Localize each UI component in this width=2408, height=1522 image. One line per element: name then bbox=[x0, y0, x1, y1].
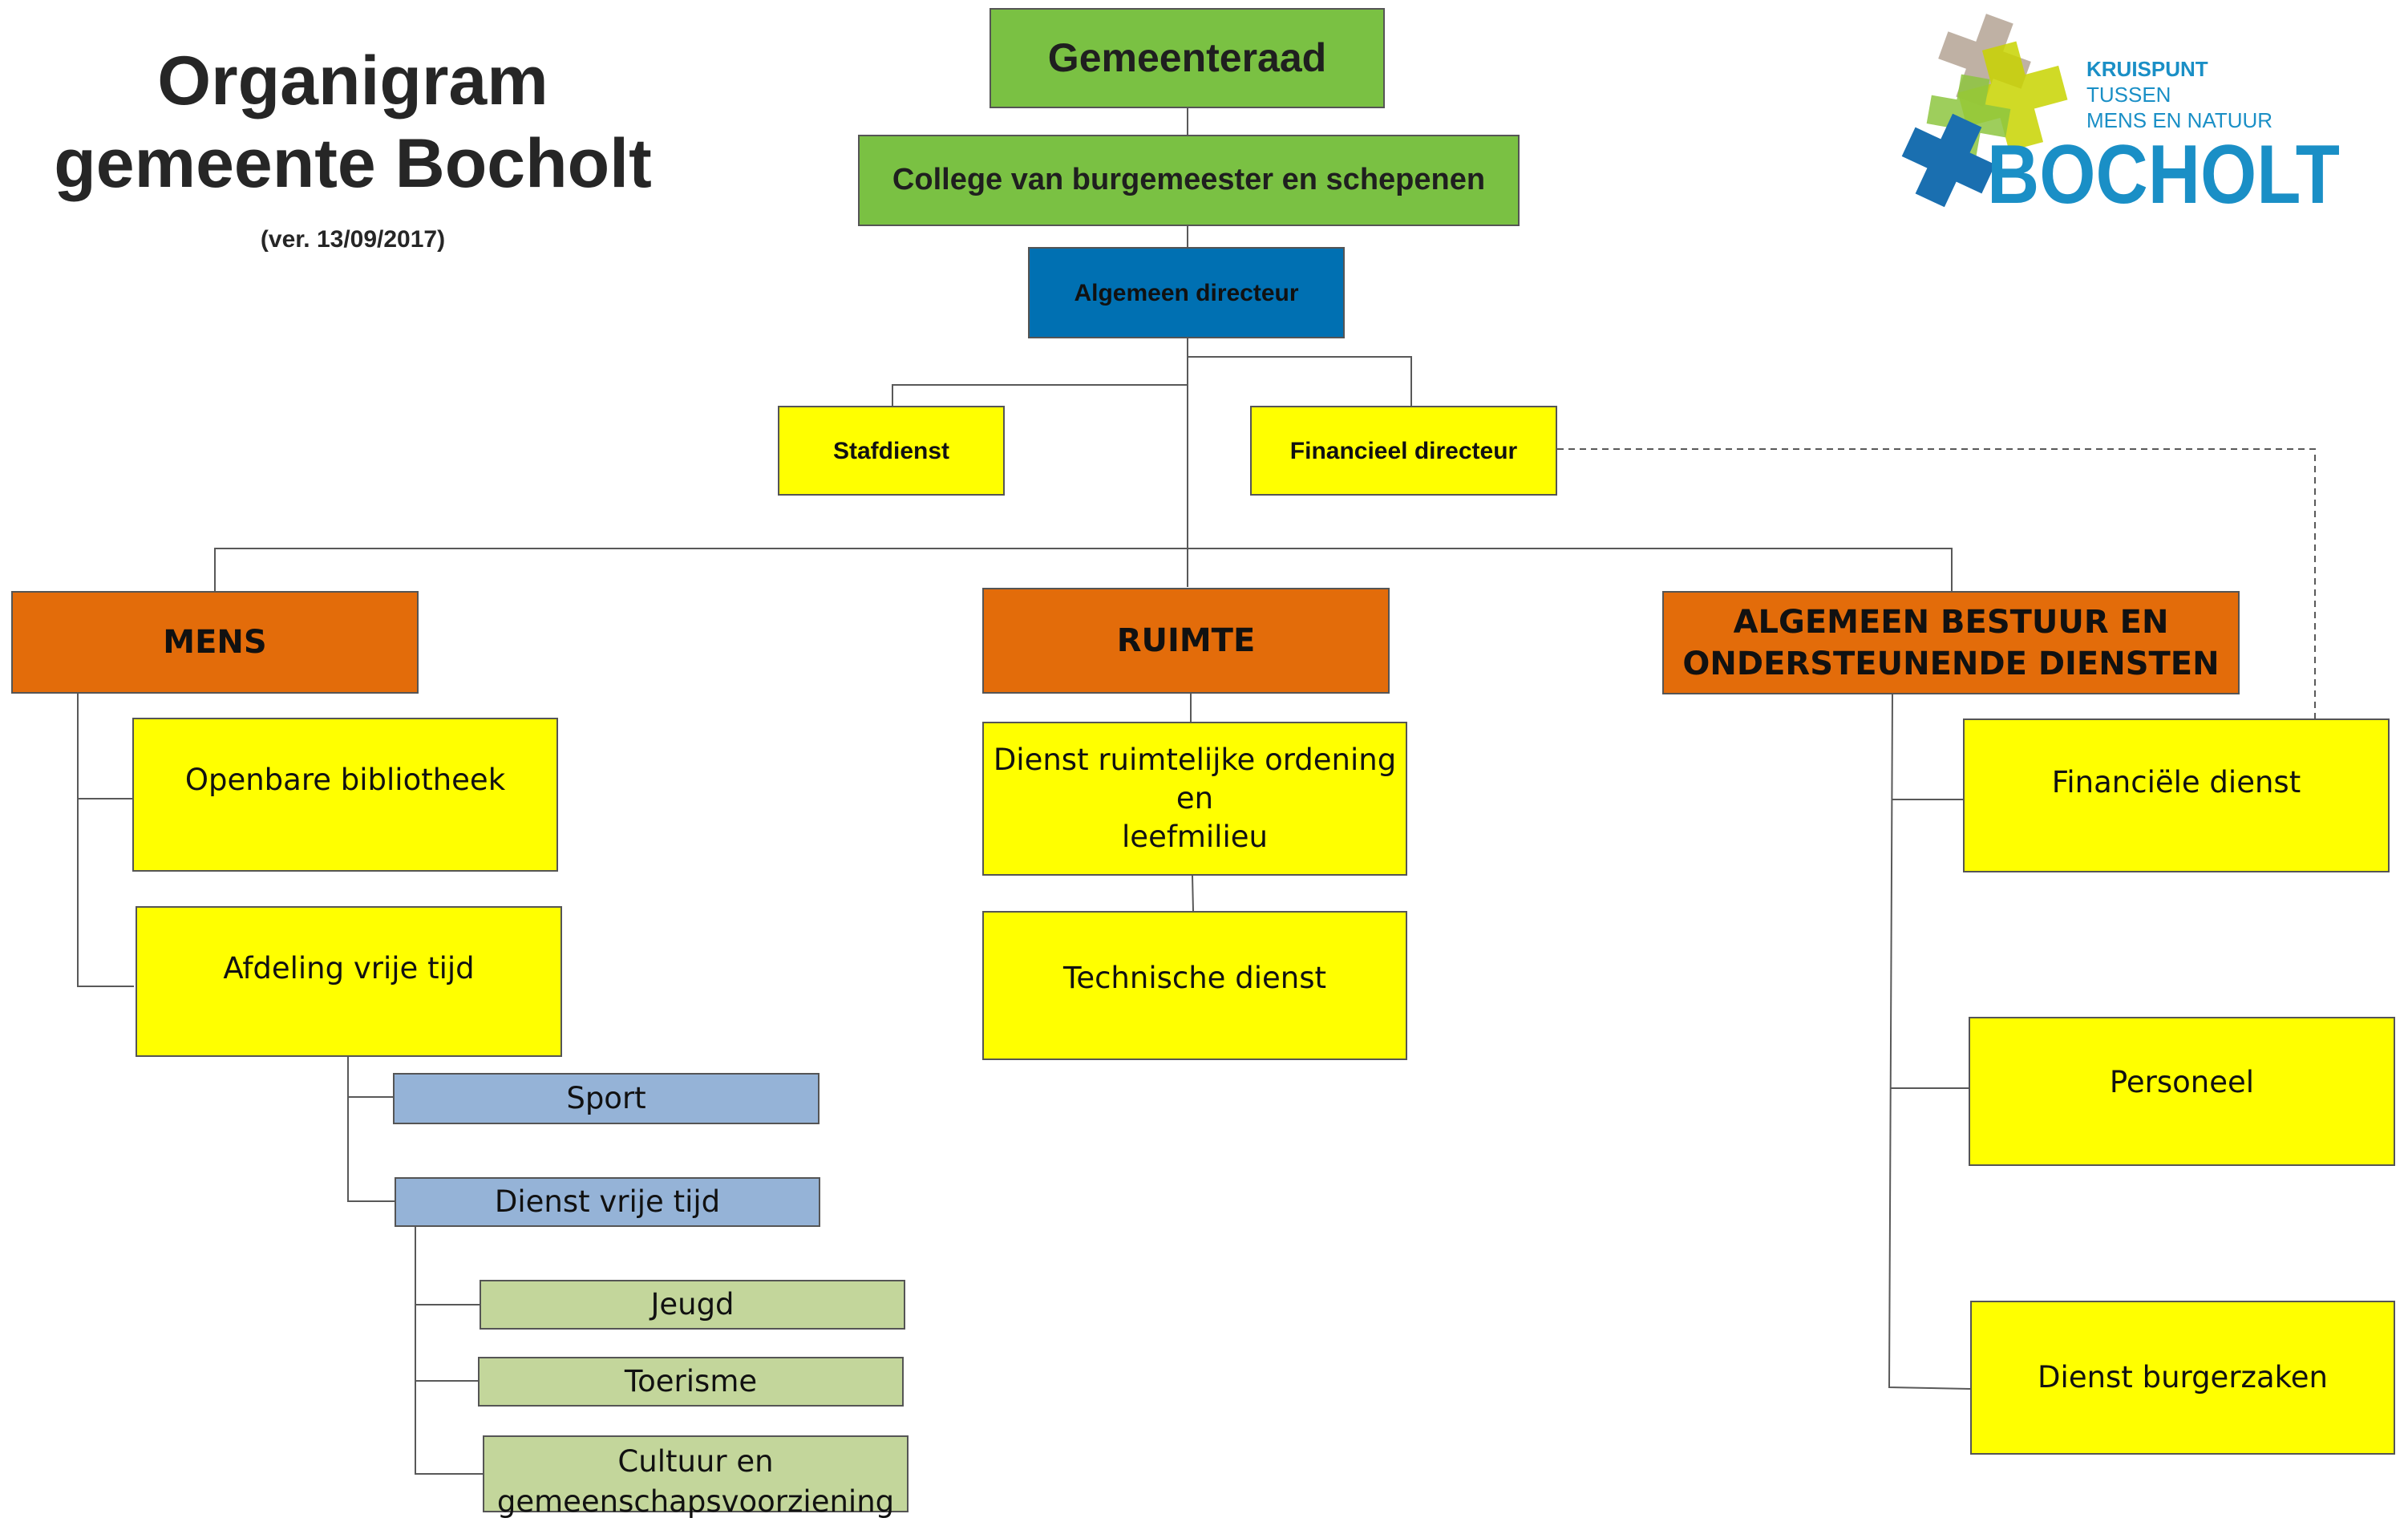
sport-box: Sport bbox=[393, 1073, 820, 1124]
financieel-directeur-box: Financieel directeur bbox=[1250, 406, 1557, 496]
gemeenteraad-box: Gemeenteraad bbox=[990, 8, 1385, 108]
financieel-directeur-label: Financieel directeur bbox=[1289, 437, 1518, 464]
financiele-dienst-label: Financiële dienst bbox=[2051, 765, 2301, 799]
financiele-dienst-box: Financiële dienst bbox=[1963, 718, 2390, 872]
ruimtelijke-ordening-box: Dienst ruimtelijke ordening en leefmilie… bbox=[982, 722, 1407, 876]
bestuur-label-line-2: ONDERSTEUNENDE DIENSTEN bbox=[1682, 645, 2220, 682]
bestuur-label-line-1: ALGEMEEN BESTUUR EN bbox=[1733, 603, 2169, 641]
title-line-2: gemeente Bocholt bbox=[54, 125, 652, 203]
gemeenteraad-label: Gemeenteraad bbox=[1047, 35, 1327, 80]
afdeling-vrije-tijd-box: Afdeling vrije tijd bbox=[136, 906, 562, 1057]
logo-line-3: MENS EN NATUUR bbox=[2086, 108, 2272, 132]
openbare-bibliotheek-box: Openbare bibliotheek bbox=[132, 718, 558, 872]
personeel-label: Personeel bbox=[2109, 1065, 2255, 1099]
openbare-bibliotheek-label: Openbare bibliotheek bbox=[184, 763, 506, 797]
dienst-burgerzaken-label: Dienst burgerzaken bbox=[2038, 1359, 2328, 1394]
bestuur-department-box: ALGEMEEN BESTUUR EN ONDERSTEUNENDE DIENS… bbox=[1662, 591, 2240, 694]
jeugd-label: Jeugd bbox=[650, 1286, 735, 1322]
logo-wordmark: BOCHOLT bbox=[1987, 128, 2340, 221]
afdeling-vrije-tijd-label: Afdeling vrije tijd bbox=[223, 951, 475, 986]
technische-dienst-box: Technische dienst bbox=[982, 911, 1407, 1060]
stafdienst-box: Stafdienst bbox=[778, 406, 1005, 496]
ruimte-label: RUIMTE bbox=[1116, 622, 1256, 659]
dienst-vrije-tijd-label: Dienst vrije tijd bbox=[494, 1184, 721, 1219]
cultuur-label-line-2: gemeenschapsvoorziening bbox=[496, 1484, 895, 1519]
ruimtelijke-ordening-line-1: Dienst ruimtelijke ordening en bbox=[993, 742, 1397, 816]
college-label: College van burgemeester en schepenen bbox=[892, 163, 1486, 197]
version-label: (ver. 13/09/2017) bbox=[260, 226, 446, 253]
page-title: Organigram gemeente Bocholt bbox=[32, 40, 674, 205]
toerisme-box: Toerisme bbox=[478, 1357, 904, 1407]
algemeen-directeur-box: Algemeen directeur bbox=[1028, 247, 1345, 338]
star-cross-logo-icon: KRUISPUNT TUSSEN MENS EN NATUUR BOCHOLT bbox=[1901, 14, 2340, 221]
ruimtelijke-ordening-line-2: leefmilieu bbox=[1122, 820, 1268, 855]
sport-label: Sport bbox=[566, 1080, 646, 1115]
jeugd-box: Jeugd bbox=[480, 1280, 905, 1330]
stafdienst-label: Stafdienst bbox=[832, 437, 950, 464]
college-box: College van burgemeester en schepenen bbox=[858, 135, 1520, 226]
ruimte-department-box: RUIMTE bbox=[982, 588, 1390, 694]
cultuur-box: Cultuur en gemeenschapsvoorziening bbox=[483, 1435, 909, 1519]
technische-dienst-label: Technische dienst bbox=[1063, 961, 1326, 995]
dienst-burgerzaken-box: Dienst burgerzaken bbox=[1970, 1301, 2395, 1455]
personeel-box: Personeel bbox=[1969, 1017, 2395, 1166]
title-line-1: Organigram bbox=[157, 43, 548, 119]
toerisme-label: Toerisme bbox=[624, 1363, 758, 1399]
bocholt-logo: KRUISPUNT TUSSEN MENS EN NATUUR BOCHOLT bbox=[1892, 12, 2341, 221]
cultuur-label-line-1: Cultuur en bbox=[617, 1444, 774, 1479]
mens-label: MENS bbox=[163, 624, 267, 661]
algemeen-directeur-label: Algemeen directeur bbox=[1074, 279, 1299, 306]
logo-line-1: KRUISPUNT bbox=[2086, 57, 2208, 81]
dienst-vrije-tijd-box: Dienst vrije tijd bbox=[395, 1177, 820, 1227]
logo-line-2: TUSSEN bbox=[2086, 83, 2171, 107]
mens-department-box: MENS bbox=[11, 591, 419, 694]
